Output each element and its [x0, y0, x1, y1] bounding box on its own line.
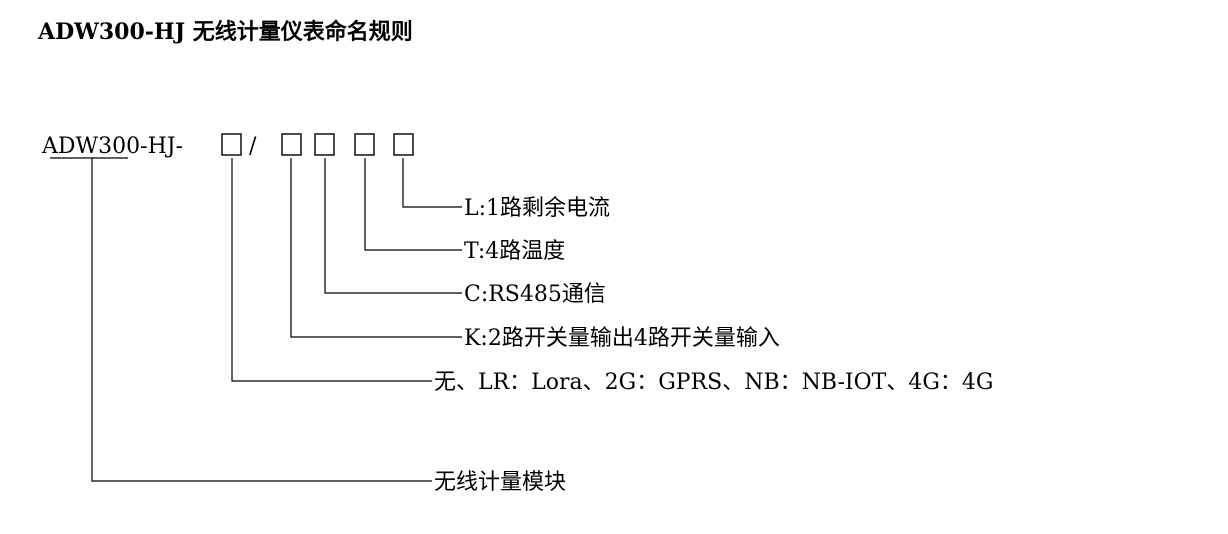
comm-option-label: 无、LR：Lora、2G：GPRS、NB：NB-IOT、4G：4G: [434, 370, 993, 395]
rs485-label: C:RS485通信: [464, 282, 606, 307]
leakage-box: [393, 133, 414, 156]
temperature-label: T:4路温度: [464, 239, 565, 264]
switch-io-box: [281, 133, 302, 156]
model-base-text: ADW300-HJ-: [41, 134, 183, 159]
temperature-box: [354, 133, 375, 156]
model-separator-text: /: [249, 134, 257, 159]
comm-option-box: [221, 133, 242, 156]
module-label: 无线计量模块: [434, 470, 566, 495]
rs485-box: [314, 133, 335, 156]
comm-option-leader-line: [231, 158, 432, 382]
leakage-label: L:1路剩余电流: [464, 196, 610, 221]
switch-io-leader-line: [290, 158, 462, 338]
rs485-leader-line: [324, 158, 462, 294]
module-leader-line: [91, 158, 432, 482]
switch-io-label: K:2路开关量输出4路开关量输入: [464, 326, 780, 351]
leakage-leader-line: [402, 158, 462, 208]
temperature-leader-line: [364, 158, 462, 251]
page-title: ADW300-HJ 无线计量仪表命名规则: [38, 19, 413, 45]
